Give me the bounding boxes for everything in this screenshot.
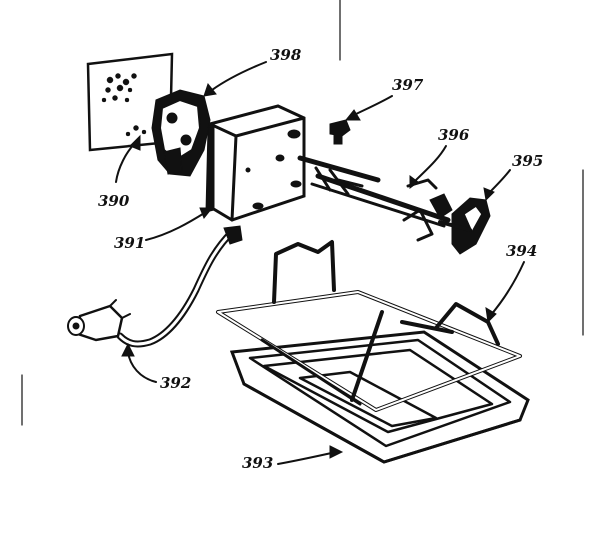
leader-396 bbox=[413, 145, 447, 183]
bracket bbox=[151, 89, 211, 177]
screw bbox=[329, 119, 351, 145]
label-395: 395 bbox=[512, 152, 543, 170]
leader-394 bbox=[489, 261, 525, 317]
spit-rod bbox=[297, 155, 453, 242]
leader-398 bbox=[211, 61, 267, 91]
knob bbox=[438, 197, 491, 255]
label-394: 394 bbox=[506, 242, 537, 260]
motor-housing bbox=[205, 104, 306, 222]
label-391: 391 bbox=[114, 234, 145, 252]
label-398: 398 bbox=[270, 46, 302, 64]
label-392: 392 bbox=[160, 374, 191, 392]
leader-391 bbox=[145, 211, 207, 241]
drip-pan bbox=[229, 330, 530, 464]
label-393: 393 bbox=[242, 454, 273, 472]
leader-arrows bbox=[115, 61, 525, 465]
leader-397 bbox=[351, 95, 393, 117]
leader-393 bbox=[277, 451, 337, 465]
power-cord bbox=[67, 225, 243, 348]
label-397: 397 bbox=[392, 76, 424, 94]
label-396: 396 bbox=[438, 126, 470, 144]
label-390: 390 bbox=[98, 192, 130, 210]
rack bbox=[216, 240, 522, 412]
